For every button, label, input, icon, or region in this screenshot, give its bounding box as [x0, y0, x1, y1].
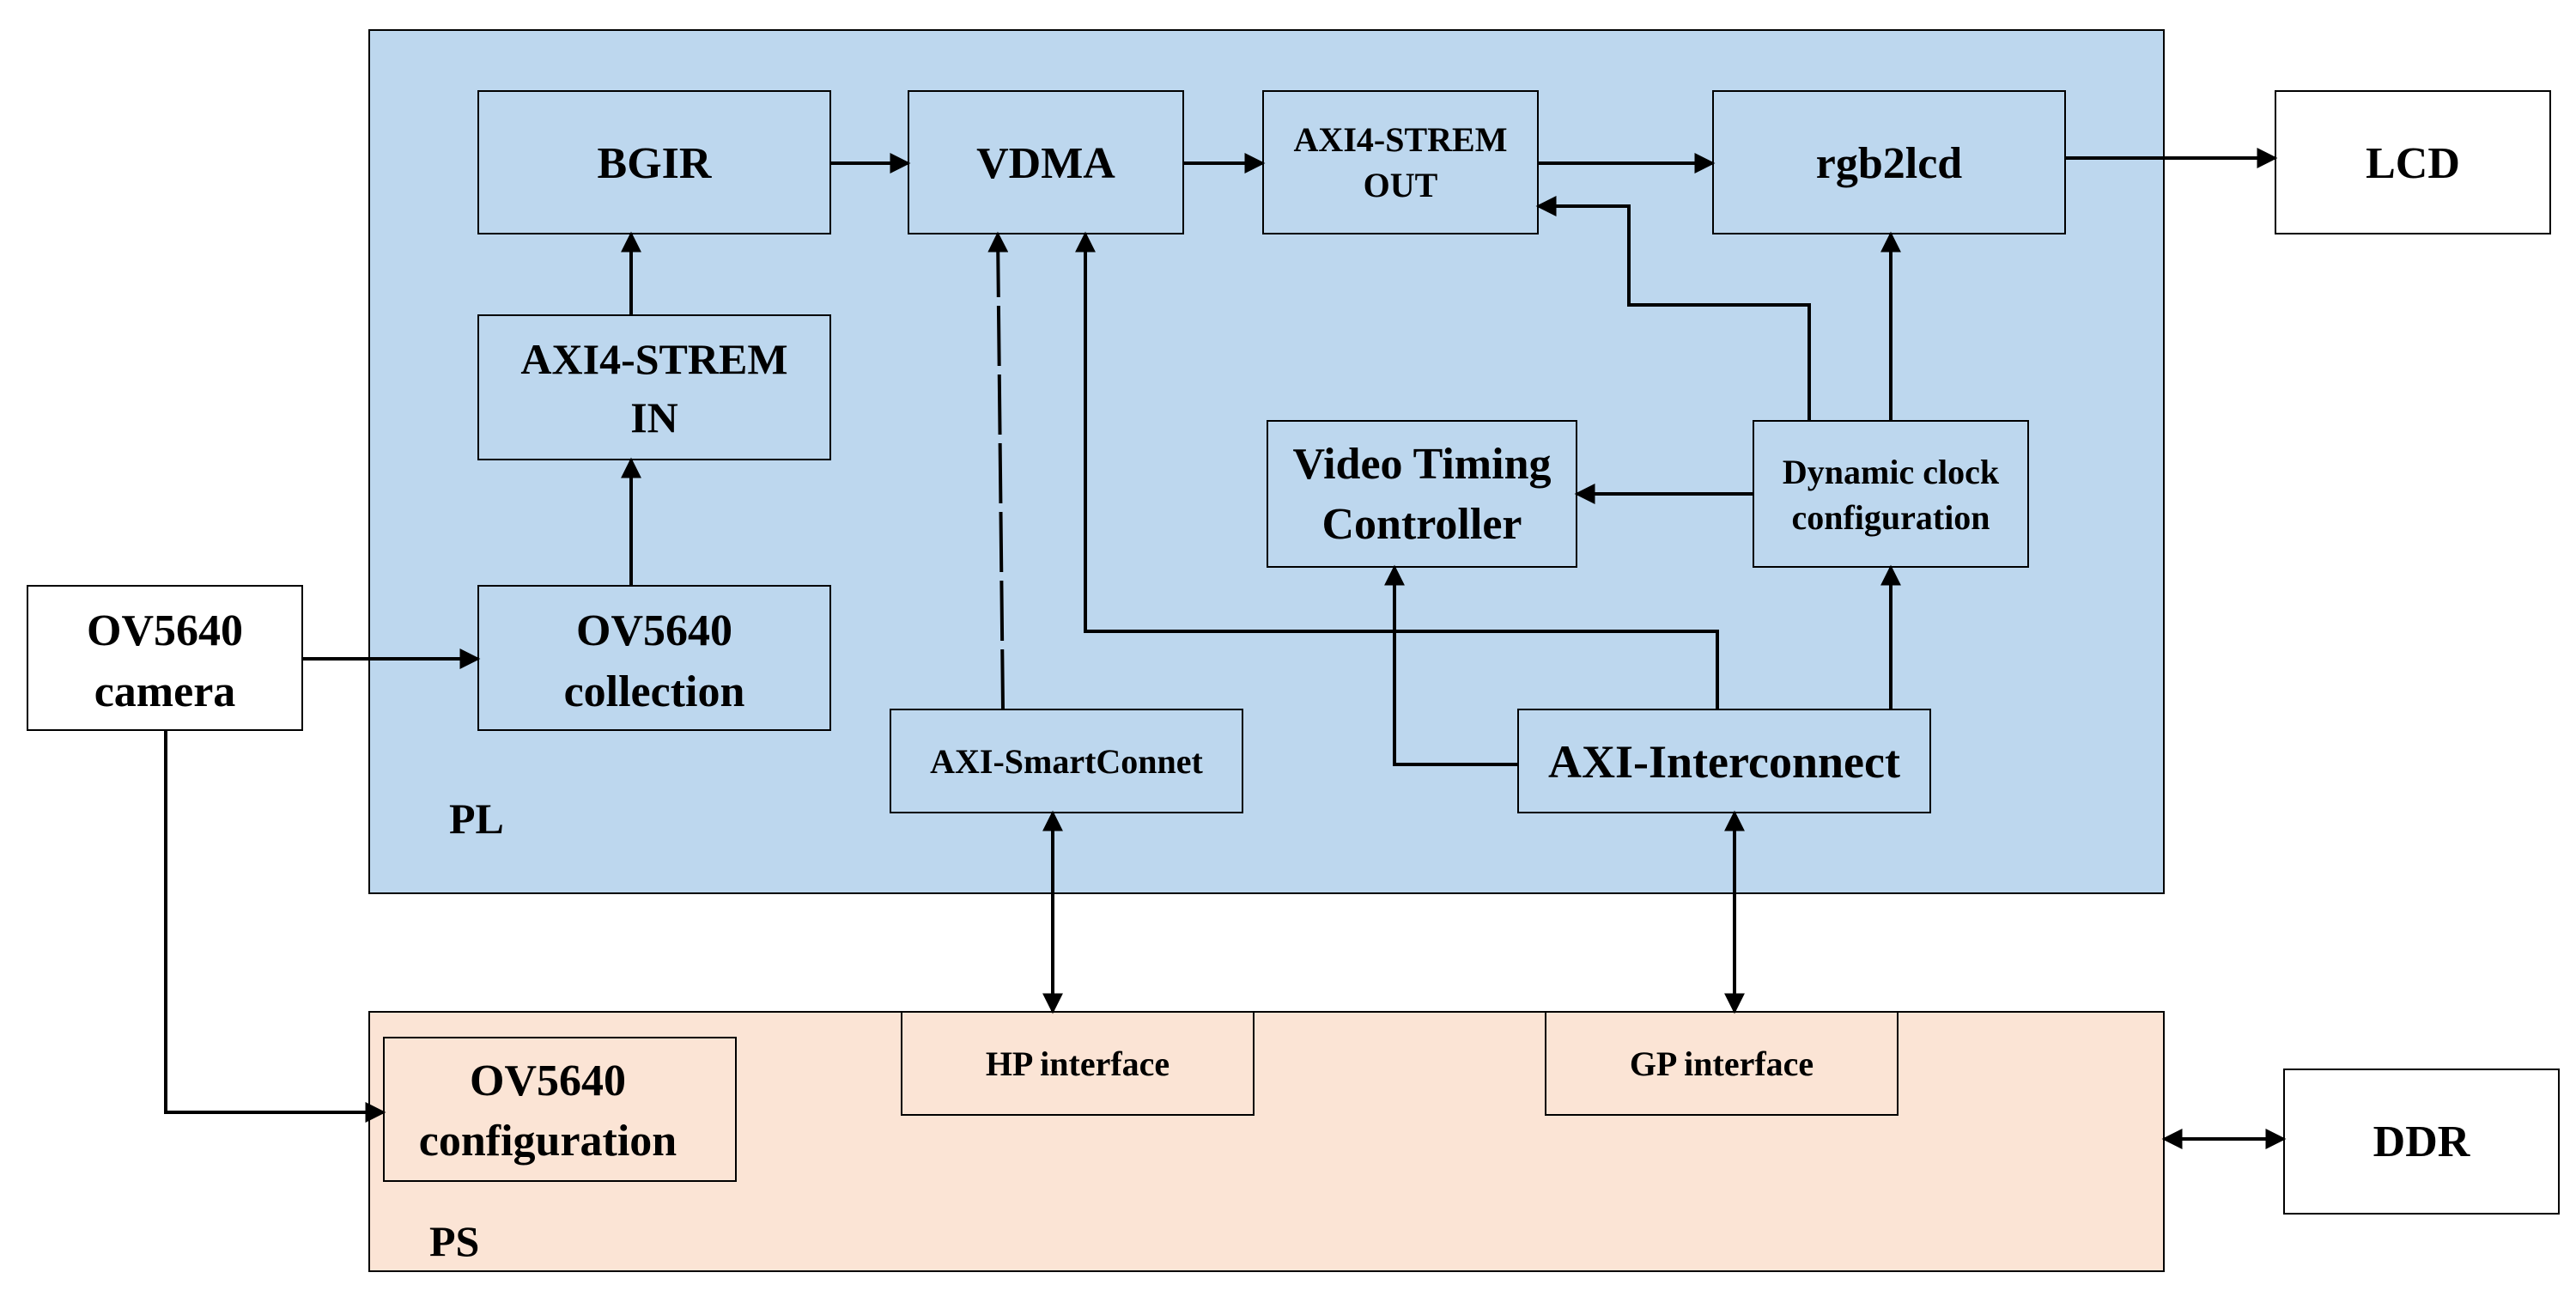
ps-label: PS	[429, 1217, 479, 1265]
arrow-interconnect-to-vdma	[1075, 231, 1719, 709]
arrow-camera-to-ov5640-config	[164, 730, 386, 1123]
axi-stream-in-block	[477, 314, 831, 460]
hp-interface-block	[901, 1011, 1255, 1116]
axi-smartconnect-block	[890, 709, 1243, 813]
hp-interface-label: HP interface	[986, 1044, 1170, 1083]
axi-smartconnect-label: AXI-SmartConnet	[930, 742, 1203, 781]
arrow-smartconnect-to-vdma	[987, 231, 1009, 710]
bgir-label: BGIR	[598, 139, 713, 188]
axi-stream-out-block	[1262, 90, 1539, 234]
axi-interconnect-block	[1517, 709, 1931, 813]
video-timing-block	[1267, 420, 1577, 568]
gp-interface-block	[1545, 1011, 1899, 1116]
vdma-label: VDMA	[976, 139, 1115, 188]
lcd-label: LCD	[2366, 139, 2460, 188]
vdma-block	[908, 90, 1184, 234]
arrow-interconnect-to-video-timing	[1384, 564, 1518, 766]
rgb2lcd-label: rgb2lcd	[1816, 139, 1963, 188]
rgb2lcd-block	[1712, 90, 2066, 234]
arrow-dynamic-clock-to-stream-out	[1535, 196, 1811, 421]
lcd-block	[2275, 90, 2551, 234]
ddr-label: DDR	[2373, 1117, 2471, 1166]
ov5640-collection-block	[477, 585, 831, 731]
dynamic-clock-block	[1753, 420, 2029, 568]
ov5640-config-block	[383, 1037, 737, 1182]
bgir-block	[477, 90, 831, 234]
pl-label: PL	[449, 795, 504, 843]
axi-interconnect-label: AXI-Interconnect	[1548, 736, 1900, 788]
gp-interface-label: GP interface	[1630, 1044, 1814, 1083]
